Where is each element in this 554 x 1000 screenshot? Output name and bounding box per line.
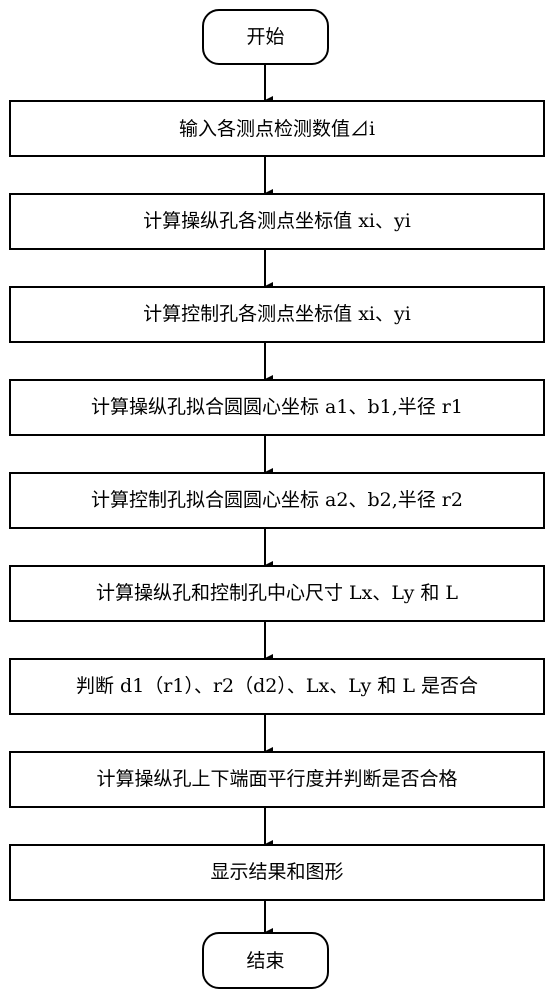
step-box-input: 输入各测点检测数值⊿i [9, 100, 545, 157]
step-label: 判断 d1（r1）、r2（d2）、Lx、Ly 和 L 是否合 [76, 675, 478, 697]
end-label: 结束 [246, 950, 284, 972]
step-label: 计算控制孔拟合圆圆心坐标 a2、b2,半径 r2 [91, 489, 463, 511]
end-terminal: 结束 [202, 932, 329, 989]
step-box-center-dimensions: 计算操纵孔和控制孔中心尺寸 Lx、Ly 和 L [9, 565, 545, 622]
step-box-control-circle-fit: 计算控制孔拟合圆圆心坐标 a2、b2,半径 r2 [9, 472, 545, 529]
step-label: 计算操纵孔上下端面平行度并判断是否合格 [96, 768, 457, 790]
step-box-judge-qualified: 判断 d1（r1）、r2（d2）、Lx、Ly 和 L 是否合 [9, 658, 545, 715]
step-box-display-results: 显示结果和图形 [9, 844, 545, 901]
step-label: 计算操纵孔拟合圆圆心坐标 a1、b1,半径 r1 [91, 396, 463, 418]
step-box-operate-coords: 计算操纵孔各测点坐标值 xi、yi [9, 193, 545, 250]
step-label: 计算操纵孔各测点坐标值 xi、yi [143, 210, 411, 232]
step-label: 显示结果和图形 [210, 861, 343, 883]
step-label: 计算操纵孔和控制孔中心尺寸 Lx、Ly 和 L [96, 582, 458, 604]
step-label: 计算控制孔各测点坐标值 xi、yi [143, 303, 411, 325]
step-box-parallelism: 计算操纵孔上下端面平行度并判断是否合格 [9, 751, 545, 808]
step-label: 输入各测点检测数值⊿i [179, 118, 375, 140]
start-terminal: 开始 [202, 9, 329, 65]
step-box-operate-circle-fit: 计算操纵孔拟合圆圆心坐标 a1、b1,半径 r1 [9, 379, 545, 436]
step-box-control-coords: 计算控制孔各测点坐标值 xi、yi [9, 286, 545, 343]
start-label: 开始 [246, 26, 284, 48]
